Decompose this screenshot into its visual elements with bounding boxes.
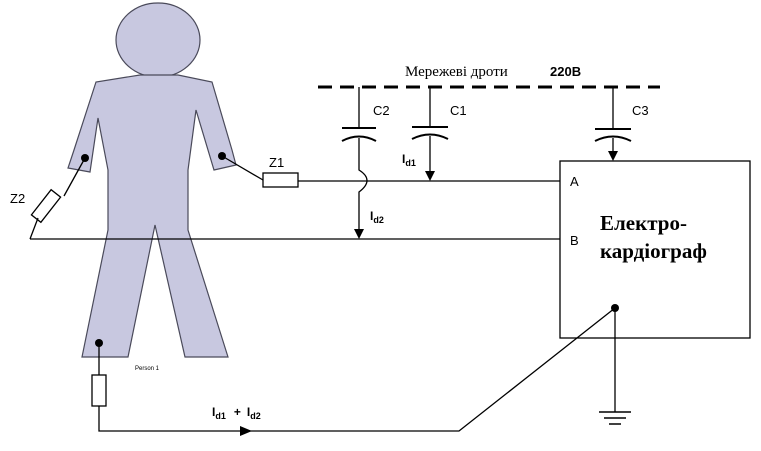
ecg-device-box xyxy=(559,160,751,339)
c2-plate-bottom xyxy=(341,135,377,142)
id1-arrow-head xyxy=(425,171,435,181)
id2-arrow-head xyxy=(354,229,364,239)
voltage-label: 220В xyxy=(550,64,581,79)
right-hand-to-z1 xyxy=(221,155,264,181)
return-path-wire: Id1+Id2 xyxy=(91,307,616,436)
input-b-label: B xyxy=(570,233,579,248)
person-body xyxy=(67,74,237,358)
c3-label: C3 xyxy=(632,103,649,118)
c3-plate-bottom xyxy=(594,135,632,142)
figure-caption: Person 1 xyxy=(135,366,160,372)
leg-resistor xyxy=(91,374,107,407)
capacitor-c3: C3 xyxy=(594,87,649,161)
ground-symbol xyxy=(599,308,631,425)
z1-label: Z1 xyxy=(269,155,284,170)
id1-main: I xyxy=(402,152,405,166)
person-head xyxy=(115,2,201,78)
lead-a-wire: Z1 xyxy=(221,155,560,188)
c1-label: C1 xyxy=(450,103,467,118)
current-id1-label: Id1 xyxy=(402,152,416,168)
c1-plate-bottom xyxy=(411,133,449,140)
electrocardiograph: Електро- кардіограф A B xyxy=(559,160,751,339)
z1-resistor xyxy=(262,172,299,188)
c2-lead-bottom xyxy=(358,138,368,232)
z2-to-junction xyxy=(29,217,39,240)
left-hand-to-z2 xyxy=(63,157,86,197)
svg-text:Id2: Id2 xyxy=(370,209,384,225)
z2-label: Z2 xyxy=(10,191,25,206)
ecg-title-line1: Електро- xyxy=(600,211,687,235)
ecg-title-line2: кардіограф xyxy=(600,239,707,263)
id2-sub: d2 xyxy=(373,215,384,225)
return-arrow-head xyxy=(240,426,252,436)
c2-label: C2 xyxy=(373,103,390,118)
human-figure: Person 1 xyxy=(67,2,237,372)
sum-current-label: Id1+Id2 xyxy=(212,405,261,421)
c3-arrow-head xyxy=(608,151,618,161)
current-id2-label: Id2 xyxy=(370,209,384,225)
id2-main: I xyxy=(370,209,373,223)
svg-text:Id1: Id1 xyxy=(402,152,416,168)
id1-sub: d1 xyxy=(405,158,416,168)
lead-b-wire: Z2 xyxy=(10,157,560,240)
input-a-label: A xyxy=(570,174,579,189)
capacitor-c1: C1 xyxy=(411,87,467,181)
z2-resistor xyxy=(30,188,62,224)
mains-wires: Мережеві дроти 220В xyxy=(318,64,660,89)
mains-label: Мережеві дроти xyxy=(405,64,508,80)
return-wire xyxy=(98,307,616,432)
